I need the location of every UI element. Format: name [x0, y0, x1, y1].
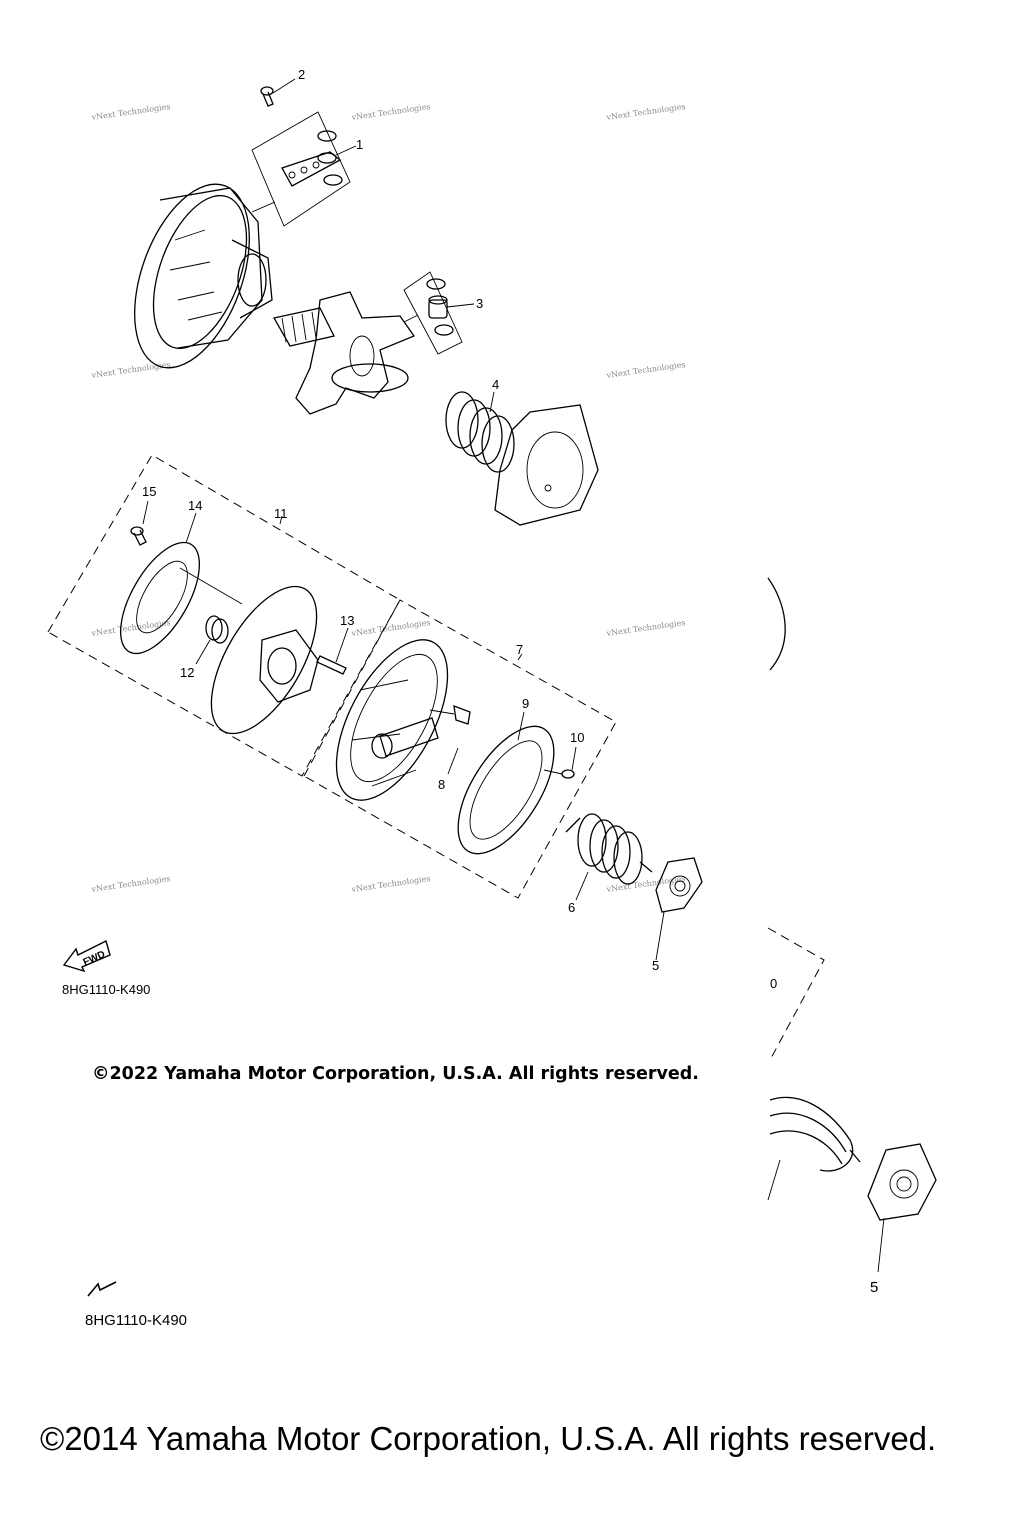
copyright-2014: ©2014 Yamaha Motor Corporation, U.S.A. A… [40, 1420, 937, 1457]
watermarks: vNext Technologies vNext Technologies vN… [90, 102, 686, 894]
secondary-sheave [335, 639, 449, 801]
part-8-slider [429, 705, 471, 775]
part-9-plate [457, 711, 555, 855]
label-part-5-cropped: 5 [870, 1279, 878, 1296]
watermark: vNext Technologies [350, 618, 431, 638]
label-part-6: 6 [568, 900, 575, 915]
part-2-bolt [260, 78, 296, 107]
spider [272, 291, 415, 415]
watermark: vNext Technologies [350, 874, 431, 894]
part-14-plate [119, 512, 243, 655]
fwd-arrow-icon-cropped [87, 1281, 117, 1297]
spring-cover [494, 404, 599, 526]
label-part-1: 1 [356, 137, 363, 152]
reference-code: 8HG1110-K490 [62, 982, 151, 997]
label-part-9: 9 [522, 696, 529, 711]
label-part-14: 14 [188, 498, 202, 513]
label-part-7: 7 [516, 642, 523, 657]
label-part-8: 8 [438, 777, 445, 792]
watermark: vNext Technologies [605, 874, 686, 894]
part-3-bushing [403, 271, 475, 355]
label-part-15: 15 [142, 484, 156, 499]
part-15-bolt [130, 500, 149, 546]
part-4-spring [445, 391, 515, 473]
fwd-arrow-icon: FWD [62, 939, 111, 973]
part-5-spring-seat [655, 857, 703, 961]
watermark: vNext Technologies [350, 102, 431, 122]
watermark: vNext Technologies [90, 360, 171, 380]
copyright-2022: ©2022 Yamaha Motor Corporation, U.S.A. A… [92, 1064, 699, 1084]
part-10-bolt [543, 746, 577, 779]
reference-code-cropped: 8HG1110-K490 [85, 1312, 188, 1329]
label-part-3: 3 [476, 296, 483, 311]
label-part-0-cropped: 0 [770, 976, 777, 991]
label-part-11: 11 [274, 506, 288, 521]
movable-sheave [210, 585, 319, 735]
watermark: vNext Technologies [605, 102, 686, 122]
watermark: vNext Technologies [605, 360, 686, 380]
label-part-10: 10 [570, 730, 584, 745]
cropped-overlay-fragments [767, 577, 937, 1273]
fixed-sheave [134, 183, 273, 369]
assembly-11-box [47, 454, 401, 777]
label-part-13: 13 [340, 613, 354, 628]
watermark: vNext Technologies [605, 618, 686, 638]
part-1-weight-arm [251, 111, 357, 227]
watermark: vNext Technologies [90, 102, 171, 122]
label-part-5: 5 [652, 958, 659, 973]
part-6-spring [565, 813, 653, 901]
part-12-bushing [195, 615, 229, 665]
part-13-stud [316, 627, 349, 675]
label-part-2: 2 [298, 67, 305, 82]
label-part-4: 4 [492, 377, 499, 392]
assembly-7-box [303, 599, 617, 899]
label-part-12: 12 [180, 665, 194, 680]
watermark: vNext Technologies [90, 874, 171, 894]
part-labels: 2 1 3 4 15 14 11 13 7 12 9 10 8 6 5 0 5 [142, 67, 878, 1296]
